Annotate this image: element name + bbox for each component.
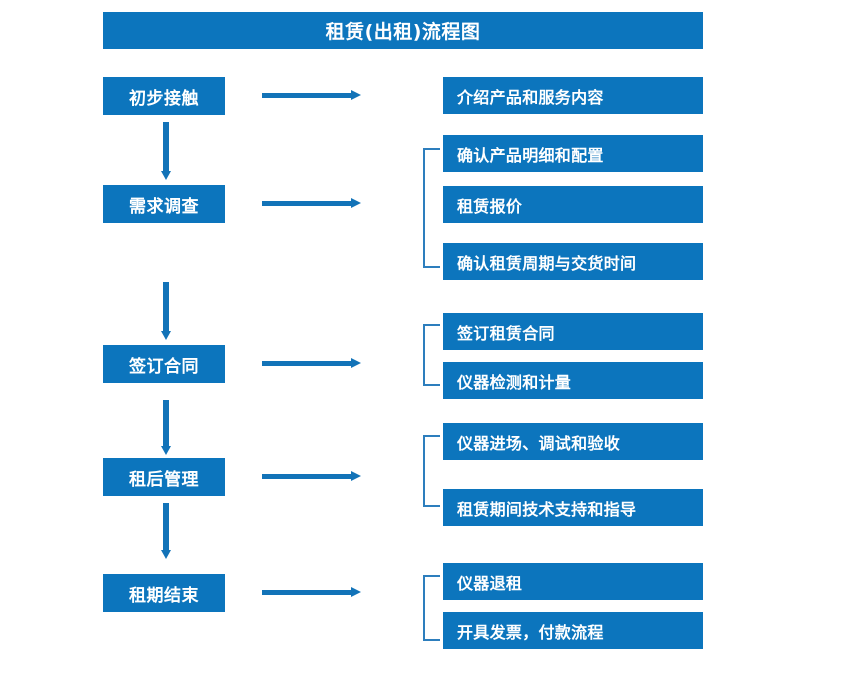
arrow-shaft <box>163 503 169 550</box>
detail-box-instrument-return[interactable]: 仪器退租 <box>443 563 703 600</box>
arrow-down-demand-to-contract <box>161 282 171 340</box>
arrow-shaft <box>163 282 169 331</box>
group-bracket-sign-contract <box>423 324 440 386</box>
arrow-head-down-icon <box>161 171 171 180</box>
arrow-head-right-icon <box>351 471 361 481</box>
arrow-head-down-icon <box>161 331 171 340</box>
group-bracket-post-lease <box>423 435 440 507</box>
detail-box-sign-lease-contract[interactable]: 签订租赁合同 <box>443 313 703 350</box>
stage-box-post-lease-management[interactable]: 租后管理 <box>103 458 225 496</box>
arrow-right-sign-contract <box>262 358 361 369</box>
group-bracket-lease-end <box>423 575 440 641</box>
diagram-title: 租赁(出租)流程图 <box>103 12 703 49</box>
arrow-shaft <box>262 201 354 206</box>
arrow-right-post-lease <box>262 471 361 482</box>
arrow-head-right-icon <box>351 198 361 208</box>
stage-box-initial-contact[interactable]: 初步接触 <box>103 77 225 115</box>
detail-box-invoice-payment[interactable]: 开具发票，付款流程 <box>443 612 703 649</box>
arrow-down-postlease-to-leaseend <box>161 503 171 559</box>
arrow-shaft <box>262 361 354 366</box>
stage-box-lease-end[interactable]: 租期结束 <box>103 574 225 612</box>
arrow-down-initial-to-demand <box>161 122 171 180</box>
arrow-head-right-icon <box>351 358 361 368</box>
detail-box-intro-products[interactable]: 介绍产品和服务内容 <box>443 77 703 114</box>
stage-box-demand-survey[interactable]: 需求调查 <box>103 185 225 223</box>
arrow-shaft <box>262 93 354 98</box>
arrow-head-right-icon <box>351 90 361 100</box>
arrow-shaft <box>163 122 169 171</box>
arrow-head-right-icon <box>351 587 361 597</box>
arrow-right-lease-end <box>262 587 361 598</box>
arrow-shaft <box>163 400 169 446</box>
arrow-head-down-icon <box>161 446 171 455</box>
arrow-right-initial-contact <box>262 90 361 101</box>
arrow-shaft <box>262 474 354 479</box>
arrow-head-down-icon <box>161 550 171 559</box>
arrow-right-demand-survey <box>262 198 361 209</box>
detail-box-instrument-delivery[interactable]: 仪器进场、调试和验收 <box>443 423 703 460</box>
detail-box-confirm-product-spec[interactable]: 确认产品明细和配置 <box>443 135 703 172</box>
arrow-shaft <box>262 590 354 595</box>
detail-box-technical-support[interactable]: 租赁期间技术支持和指导 <box>443 489 703 526</box>
detail-box-lease-quotation[interactable]: 租赁报价 <box>443 186 703 223</box>
detail-box-instrument-inspection[interactable]: 仪器检测和计量 <box>443 362 703 399</box>
detail-box-confirm-lease-period[interactable]: 确认租赁周期与交货时间 <box>443 243 703 280</box>
arrow-down-contract-to-postlease <box>161 400 171 455</box>
group-bracket-demand-survey <box>423 148 440 268</box>
stage-box-sign-contract[interactable]: 签订合同 <box>103 345 225 383</box>
